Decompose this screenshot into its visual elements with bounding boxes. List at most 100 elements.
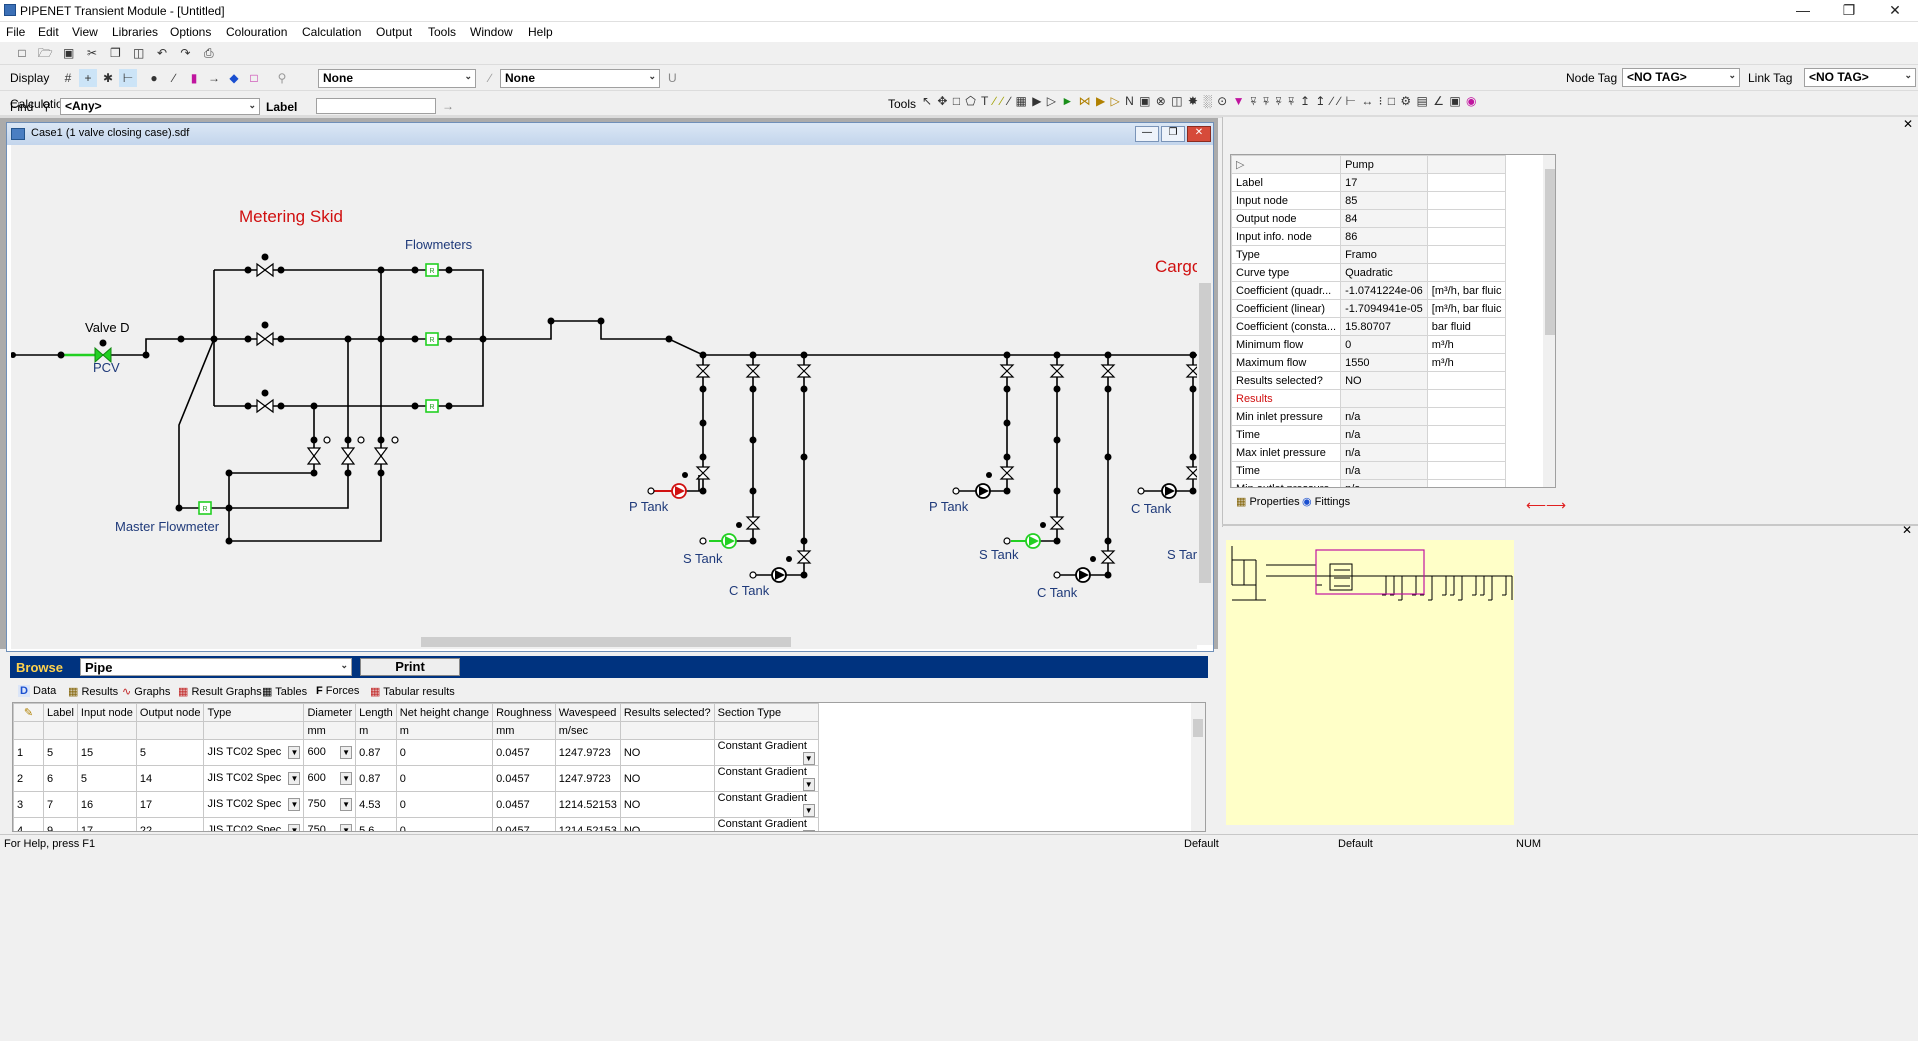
col-input-node[interactable]: Input node [76, 703, 137, 722]
property-value[interactable]: 0 [1340, 335, 1428, 354]
menu-edit[interactable]: Edit [38, 25, 59, 39]
brush2-tool-icon[interactable]: ∕ [1338, 94, 1342, 108]
col-roughness[interactable]: Roughness [492, 703, 556, 722]
restore-icon[interactable]: ❐ [1842, 2, 1856, 18]
elevation-icon[interactable]: □ [250, 71, 258, 85]
cell-len[interactable]: 0.87 [355, 739, 397, 766]
pipe2-tool-icon[interactable]: ∕ [1000, 94, 1004, 108]
undo-icon[interactable]: ↶ [157, 46, 168, 60]
cell-rough[interactable]: 0.0457 [492, 739, 556, 766]
open-folder-icon[interactable]: 🗁 [37, 46, 53, 60]
menu-tools[interactable]: Tools [428, 25, 457, 39]
tank4-tool-icon[interactable]: ⍫ [1287, 94, 1296, 108]
cell-wave[interactable]: 1247.9723 [554, 765, 621, 792]
angle-tool-icon[interactable]: ∠ [1433, 94, 1445, 108]
row-number[interactable]: 2 [13, 765, 44, 792]
tank3-tool-icon[interactable]: ⍫ [1274, 94, 1284, 108]
dropdown-arrow-icon[interactable]: ▼ [288, 772, 301, 785]
cell-sec[interactable]: Constant Gradient▼ [713, 739, 819, 766]
tab-tabular-results[interactable]: ▦ Tabular results [370, 686, 455, 698]
gear-tool-icon[interactable]: ⚙ [1400, 94, 1413, 108]
horizontal-scroll-thumb[interactable] [421, 637, 791, 647]
accumulator-tool-icon[interactable]: ◫ [1171, 94, 1184, 108]
col-length[interactable]: Length [355, 703, 397, 722]
dropdown-arrow-icon[interactable]: ▼ [288, 798, 301, 811]
valve-tool-icon[interactable]: ⋈ [1078, 94, 1092, 108]
cell-len[interactable]: 0.87 [355, 765, 397, 792]
overview-map[interactable] [1226, 540, 1514, 825]
find-combo[interactable]: <Any>⌄ [60, 98, 260, 115]
property-value[interactable]: -1.7094941e-05 [1340, 299, 1428, 318]
nrv-tool-icon[interactable]: ▷ [1110, 94, 1121, 108]
property-value[interactable]: n/a [1340, 443, 1428, 462]
property-value[interactable]: -1.0741224e-06 [1340, 281, 1428, 300]
cell-wave[interactable]: 1214.52153 [554, 817, 621, 831]
orifice-tool-icon[interactable]: ⊗ [1155, 94, 1167, 108]
cell-len[interactable]: 4.53 [355, 791, 397, 818]
property-value[interactable]: n/a [1340, 461, 1428, 480]
print-button[interactable]: Print [360, 658, 460, 676]
split-tool-icon[interactable]: ⊢ [1345, 94, 1357, 108]
tab-result-graphs[interactable]: ▦ Result Graphs [178, 686, 262, 698]
node-icon[interactable]: ● [150, 71, 158, 85]
cut-icon[interactable]: ✂ [87, 46, 98, 60]
node-tag-combo[interactable]: <NO TAG>⌄ [1622, 68, 1740, 87]
dropdown-arrow-icon[interactable]: ▼ [340, 772, 353, 785]
cell-len[interactable]: 5.6 [355, 817, 397, 831]
tab-properties[interactable]: ▦ Properties [1236, 496, 1300, 508]
cell-type[interactable]: JIS TC02 Spec▼ [203, 791, 305, 818]
junction-tool-icon[interactable]: ▣ [1139, 94, 1152, 108]
cell-in[interactable]: 16 [76, 791, 137, 818]
cell-label[interactable]: 9 [43, 817, 78, 831]
dropdown-arrow-icon[interactable]: ▼ [802, 830, 815, 831]
dropdown-arrow-icon[interactable]: ▼ [802, 804, 815, 817]
spray-tool-icon[interactable]: ⁝ [1378, 94, 1384, 108]
cell-rough[interactable]: 0.0457 [492, 791, 556, 818]
marker-tool-icon[interactable]: ▼ [1232, 94, 1246, 108]
link-icon[interactable]: ∕ [172, 71, 175, 85]
row-number[interactable]: 3 [13, 791, 44, 818]
grid-scroll-thumb[interactable] [1193, 719, 1203, 737]
panel-close-icon[interactable]: ✕ [1903, 117, 1914, 131]
tab-forces[interactable]: F Forces [316, 685, 360, 697]
label-icon[interactable]: ▮ [190, 71, 198, 85]
snap-icon[interactable]: ✱ [102, 71, 114, 85]
frame-tool-icon[interactable]: ▣ [1449, 94, 1462, 108]
menu-help[interactable]: Help [528, 25, 553, 39]
col-type[interactable]: Type [203, 703, 305, 722]
cell-label[interactable]: 6 [43, 765, 78, 792]
cell-in[interactable]: 15 [76, 739, 137, 766]
cell-label[interactable]: 5 [43, 739, 78, 766]
dropdown-arrow-icon[interactable]: ▼ [802, 778, 815, 791]
property-value[interactable]: 15.80707 [1340, 317, 1428, 336]
label-input[interactable] [316, 98, 436, 114]
pump-tool-icon[interactable]: ▶ [1032, 94, 1043, 108]
property-value[interactable]: n/a [1340, 425, 1428, 444]
col-results-selected[interactable]: Results selected? [619, 703, 715, 722]
print-icon[interactable]: ⎙ [203, 46, 214, 60]
tab-graphs[interactable]: ∿ Graphs [122, 686, 171, 698]
close-icon[interactable]: ✕ [1889, 2, 1901, 18]
grid-scrollbar[interactable] [1191, 703, 1205, 831]
box-tool-icon[interactable]: □ [1387, 94, 1397, 108]
cell-out[interactable]: 22 [135, 817, 205, 831]
cell-nh[interactable]: 0 [395, 765, 494, 792]
dropdown-arrow-icon[interactable]: ▼ [340, 746, 353, 759]
schematic-canvas[interactable]: R R R R Metering Skid Cargo Flowmeters V… [11, 145, 1197, 645]
brush-tool-icon[interactable]: ∕ [1330, 94, 1334, 108]
redo-icon[interactable]: ↷ [180, 46, 191, 60]
polygon-icon[interactable]: ⬠ [965, 94, 977, 108]
cell-dia[interactable]: 750▼ [303, 817, 357, 831]
pipe-network-diagram[interactable]: R R R R [11, 145, 1197, 645]
next-arrow-icon[interactable]: ⟶ [1546, 497, 1567, 513]
minimize-icon[interactable]: — [1796, 2, 1810, 18]
cell-wave[interactable]: 1247.9723 [554, 739, 621, 766]
